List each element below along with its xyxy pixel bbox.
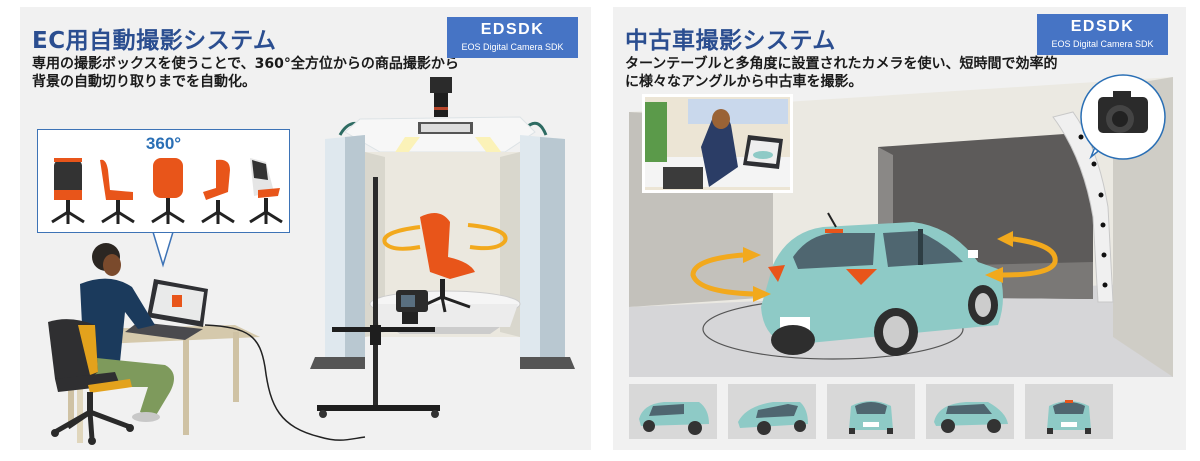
- used-car-shooting-panel: 中古車撮影システム ターンテーブルと多角度に設置されたカメラを使い、短時間で効率…: [613, 7, 1186, 450]
- rotation-arrows-icon: [382, 223, 508, 251]
- car-views-strip: [629, 384, 1175, 439]
- ec-illustration: [48, 77, 575, 445]
- car-view-rear: [1025, 384, 1113, 439]
- usb-cable-icon: [204, 324, 366, 441]
- badge-subtitle: EOS Digital Camera SDK: [461, 42, 564, 52]
- callout-label: 360°: [145, 134, 182, 153]
- car-view-rear-left: [629, 384, 717, 439]
- panel-description: 専用の撮影ボックスを使うことで、360°全方位からの商品撮影から背景の自動切り取…: [32, 56, 459, 90]
- car-thumb-icon: [738, 402, 808, 435]
- panel-description: ターンテーブルと多角度に設置されたカメラを使い、短時間で効率的に様々なアングルか…: [625, 56, 1058, 90]
- office-worker-inset-icon: [642, 94, 793, 193]
- car-view-front: [827, 384, 915, 439]
- 360-view-callout: 360°: [37, 129, 290, 233]
- rotation-arrows-icon: [690, 236, 1058, 297]
- camera-on-stand-icon: [317, 177, 440, 418]
- car-thumb-icon: [934, 402, 1008, 433]
- badge-title: EDSDK: [480, 21, 545, 38]
- badge-title: EDSDK: [1070, 18, 1135, 35]
- office-chair-icon: [48, 319, 134, 445]
- speech-tail-icon: [151, 231, 175, 268]
- chair-views-icon: [51, 158, 283, 224]
- edsdk-badge: EDSDK EOS Digital Camera SDK: [1037, 14, 1168, 55]
- dslr-camera-callout-icon: [1080, 74, 1166, 160]
- edsdk-badge: EDSDK EOS Digital Camera SDK: [447, 17, 578, 58]
- car-thumb-icon: [1047, 400, 1091, 434]
- car-thumb-icon: [849, 401, 893, 434]
- car-icon: [761, 212, 1003, 356]
- badge-subtitle: EOS Digital Camera SDK: [1051, 39, 1154, 49]
- car-view-side-left: [926, 384, 1014, 439]
- ec-auto-shooting-panel: EC用自動撮影システム 専用の撮影ボックスを使うことで、360°全方位からの商品…: [20, 7, 591, 450]
- car-view-front-left: [728, 384, 816, 439]
- panel-title: 中古車撮影システム: [625, 28, 836, 54]
- panel-title: EC用自動撮影システム: [32, 28, 277, 54]
- car-thumb-icon: [639, 402, 709, 435]
- used-car-illustration: [629, 74, 1173, 377]
